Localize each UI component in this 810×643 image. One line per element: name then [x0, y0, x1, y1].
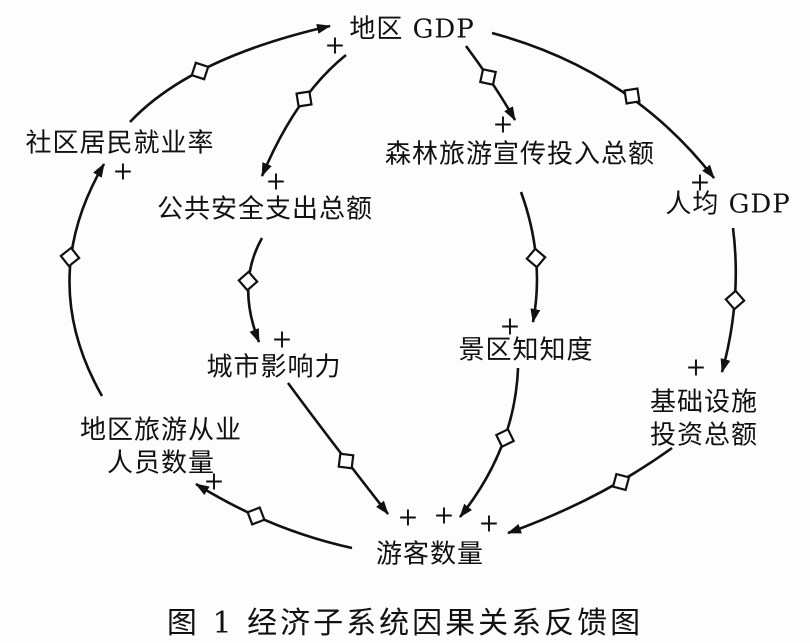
- diamond-markers: [59, 61, 746, 526]
- node-tourism-employees: 地区旅游从业 人员数量: [80, 415, 242, 482]
- polarity-plus: +: [271, 324, 293, 354]
- polarity-plus: +: [203, 466, 225, 496]
- diamond-marker: [190, 61, 210, 81]
- polarity-plus: +: [112, 156, 134, 186]
- node-scenic-area-awareness: 景区知知度: [458, 335, 594, 366]
- diamond-marker: [611, 472, 631, 492]
- node-city-influence: 城市影响力: [206, 352, 342, 383]
- edge-infrastructure-to-tourist-count: [507, 446, 673, 535]
- edge-public-safety-to-city-influence: [246, 237, 264, 343]
- polarity-plus: +: [492, 109, 514, 139]
- polarity-plus: +: [685, 352, 707, 382]
- edge-tourism-employees-to-community-employment: [68, 163, 106, 397]
- node-public-safety-expenditure: 公共安全支出总额: [156, 194, 374, 225]
- edge-tourist-count-to-tourism-employees: [195, 482, 353, 550]
- node-label-line1: 地区旅游从业: [79, 415, 243, 446]
- node-forest-tourism-promotion: 森林旅游宣传投入总额: [384, 139, 656, 170]
- node-per-capita-gdp: 人均 GDP: [665, 189, 791, 220]
- node-label-line2: 人员数量: [106, 449, 216, 479]
- node-community-employment-rate: 社区居民就业率: [25, 128, 215, 159]
- diamond-marker: [623, 87, 641, 105]
- diamond-marker: [525, 247, 547, 269]
- edge-city-influence-to-tourist-count: [286, 382, 390, 515]
- diamond-marker: [478, 67, 498, 87]
- edge-regional-gdp-to-public-safety: [260, 53, 347, 177]
- polarity-plus: +: [265, 166, 287, 196]
- diamond-marker: [724, 289, 746, 311]
- polarity-plus: +: [499, 311, 521, 341]
- node-label-line1: 基础设施: [649, 387, 759, 418]
- node-tourist-count: 游客数量: [375, 539, 485, 570]
- diamond-marker: [337, 452, 355, 470]
- diamond-marker: [59, 246, 81, 268]
- figure-caption: 图 1 经济子系统因果关系反馈图: [166, 606, 644, 641]
- diamond-marker: [494, 427, 516, 449]
- polarity-plus: +: [433, 500, 455, 530]
- diamond-marker: [237, 270, 259, 292]
- polarity-plus: +: [478, 508, 500, 538]
- polarity-plus: +: [397, 502, 419, 532]
- node-infrastructure-investment: 基础设施 投资总额: [650, 387, 758, 454]
- polarity-plus: +: [324, 30, 346, 60]
- edge-regional-gdp-to-per-capita-gdp: [491, 31, 716, 179]
- edge-community-employment-to-regional-gdp: [129, 24, 331, 123]
- diamond-marker: [295, 90, 313, 108]
- node-regional-gdp: 地区 GDP: [349, 14, 475, 45]
- node-label-line2: 投资总额: [649, 421, 759, 451]
- diamond-marker: [246, 506, 266, 526]
- polarity-plus: +: [689, 167, 711, 197]
